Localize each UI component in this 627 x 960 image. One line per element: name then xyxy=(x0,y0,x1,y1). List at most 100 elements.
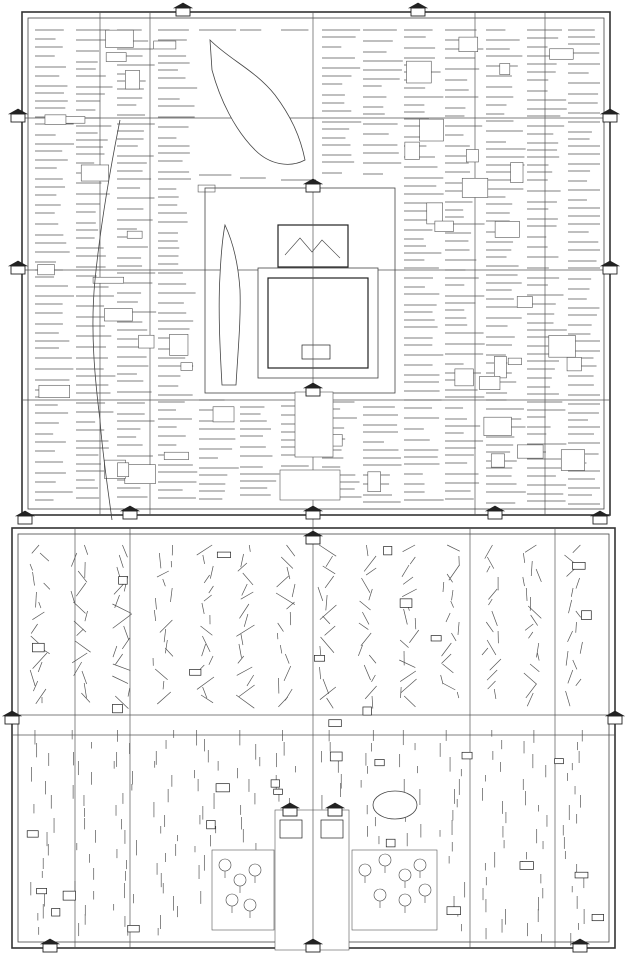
temple-of-agriculture xyxy=(211,849,275,931)
compound xyxy=(499,63,511,75)
lane xyxy=(575,621,577,633)
lane xyxy=(32,611,45,621)
small-building xyxy=(461,751,473,760)
lane xyxy=(202,686,208,699)
lane xyxy=(402,544,416,553)
gate-base xyxy=(602,265,618,275)
lane xyxy=(527,605,542,619)
round-pond xyxy=(372,790,418,820)
lane xyxy=(241,583,248,596)
gate-base xyxy=(572,943,588,953)
gate-base xyxy=(410,7,426,17)
lane xyxy=(284,653,290,664)
compound xyxy=(92,276,124,284)
gate-roof xyxy=(302,178,324,185)
gate-roof xyxy=(589,510,611,517)
compound xyxy=(38,384,70,398)
gate-tower xyxy=(599,260,621,275)
lane xyxy=(360,632,372,646)
lane xyxy=(491,610,498,626)
compound xyxy=(566,357,582,372)
lane xyxy=(165,639,168,654)
lane xyxy=(276,575,289,588)
gate-roof xyxy=(7,260,29,267)
lane xyxy=(523,672,537,685)
inner-city-blocks xyxy=(37,29,585,493)
small-building xyxy=(36,888,47,895)
lane xyxy=(442,581,445,593)
lane xyxy=(121,637,130,650)
lane xyxy=(29,563,33,571)
lane xyxy=(325,555,333,567)
small-building xyxy=(26,830,39,838)
lane xyxy=(575,610,581,618)
lane xyxy=(76,628,84,636)
park-trees xyxy=(218,853,432,918)
lane xyxy=(242,572,254,586)
small-building xyxy=(314,655,325,662)
gate-tower xyxy=(324,802,346,817)
lane xyxy=(525,683,537,699)
compound xyxy=(105,52,127,62)
west-canal xyxy=(92,119,121,521)
compound xyxy=(549,48,574,60)
gate-tower xyxy=(119,505,141,520)
lane xyxy=(275,592,295,605)
lane xyxy=(286,601,295,610)
compound xyxy=(105,29,134,48)
gate-roof xyxy=(324,802,346,809)
lane xyxy=(535,568,542,583)
compound xyxy=(517,444,544,459)
lane xyxy=(399,670,417,682)
gate-tower xyxy=(302,505,324,520)
lane xyxy=(32,571,35,586)
lane xyxy=(236,624,255,637)
lane xyxy=(489,658,502,671)
compound xyxy=(419,118,444,142)
lane xyxy=(570,587,574,597)
gate-roof xyxy=(484,505,506,512)
lane xyxy=(208,585,214,594)
lane xyxy=(277,622,284,632)
compound xyxy=(104,308,133,322)
compound xyxy=(197,184,216,193)
lane xyxy=(200,694,214,704)
southern-temples xyxy=(211,809,438,951)
small-building xyxy=(215,783,230,793)
small-building xyxy=(112,704,123,714)
gate-base xyxy=(4,715,20,725)
gate-tower xyxy=(589,510,611,525)
gate-tower xyxy=(302,938,324,953)
lane xyxy=(43,582,51,590)
lane xyxy=(283,665,292,682)
lane xyxy=(113,583,124,595)
lane xyxy=(525,587,528,601)
small-building xyxy=(32,642,45,653)
gate-base xyxy=(305,510,321,520)
lane xyxy=(286,566,291,580)
lane xyxy=(402,576,414,585)
gate-roof xyxy=(172,2,194,9)
compound xyxy=(153,40,177,50)
lane xyxy=(170,587,173,603)
gate-base xyxy=(10,265,26,275)
lane xyxy=(319,604,337,620)
lane xyxy=(71,652,88,664)
lane xyxy=(319,544,337,557)
lane xyxy=(486,669,498,681)
temple-of-heaven xyxy=(351,849,438,931)
lane xyxy=(326,697,334,709)
small-building xyxy=(329,751,343,762)
compound xyxy=(426,202,443,225)
lane xyxy=(530,560,533,577)
lane xyxy=(123,625,130,641)
lane xyxy=(239,603,250,619)
lane xyxy=(164,647,174,657)
lane xyxy=(202,554,205,565)
gate-roof xyxy=(1,710,23,717)
lane xyxy=(84,544,89,555)
lane xyxy=(319,666,321,680)
gate-tower xyxy=(302,178,324,193)
gate-base xyxy=(305,943,321,953)
